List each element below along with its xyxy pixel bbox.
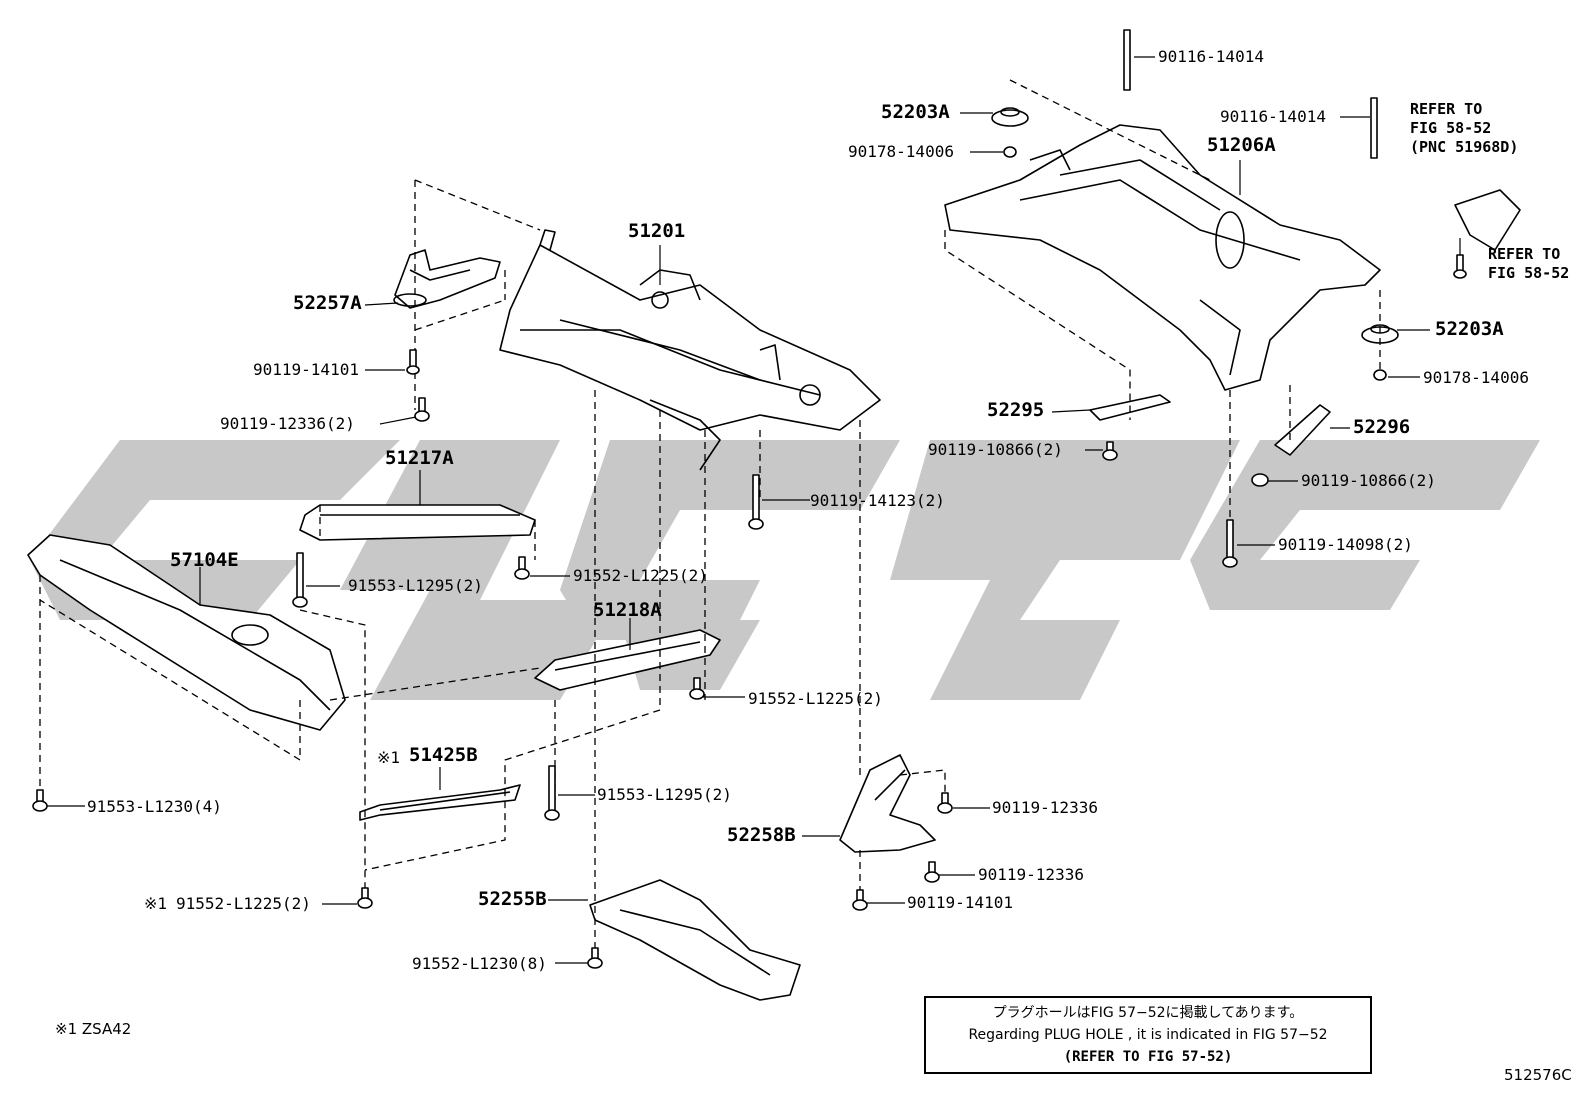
label-91553-L1295-2-b[interactable]: 91553-L1295(2) <box>597 785 732 804</box>
cover-57104E <box>27 534 346 731</box>
nut-90178-14006-a <box>1003 146 1017 158</box>
nut-90178-14006-b <box>1373 369 1387 381</box>
bolt-91552-L1225-a <box>514 556 530 580</box>
bracket-52257A <box>393 249 501 309</box>
bolt-91552-L1230-8 <box>587 947 603 969</box>
bolt-91552-L1225-c <box>357 887 373 909</box>
watermark-stroke-3 <box>560 440 900 640</box>
diagram-id: 512576C <box>1504 1066 1572 1084</box>
refer-to-line-2: FIG 58-52 <box>1410 119 1492 137</box>
bolt-91553-L1295-a <box>292 552 308 608</box>
label-52296[interactable]: 52296 <box>1353 416 1411 438</box>
refer-to-line-1: REFER TO <box>1410 100 1483 118</box>
label-90119-14101-b[interactable]: 90119-14101 <box>907 893 1013 912</box>
bracket-ref-51968D <box>1454 189 1521 251</box>
label-90119-12336-a[interactable]: 90119-12336 <box>992 798 1098 817</box>
label-91552-L1225-2-b[interactable]: 91552-L1225(2) <box>748 689 883 708</box>
footnote-mark-1a: ※1 <box>377 748 401 767</box>
label-90119-10866-2-b[interactable]: 90119-10866(2) <box>1301 471 1436 490</box>
mount-52203A-top <box>991 107 1029 127</box>
label-51201[interactable]: 51201 <box>628 220 686 242</box>
label-52255B[interactable]: 52255B <box>478 888 547 910</box>
label-91552-L1225-2-a[interactable]: 91552-L1225(2) <box>573 566 708 585</box>
plug-hole-note: プラグホールはFIG 57−52に掲載してあります。 Regarding PLU… <box>924 996 1372 1074</box>
watermark-stroke-5 <box>1190 440 1540 610</box>
bolt-91553-L1295-b <box>544 765 560 821</box>
bolt-90119-12336-a <box>937 792 953 814</box>
bolt-90119-10866-b <box>1251 473 1269 487</box>
refer-to-line-1: REFER TO <box>1488 245 1561 263</box>
label-52203A-b[interactable]: 52203A <box>1435 318 1504 340</box>
bolt-90119-12336-2 <box>414 397 430 422</box>
label-90119-14098-2[interactable]: 90119-14098(2) <box>1278 535 1413 554</box>
label-51217A[interactable]: 51217A <box>385 447 454 469</box>
bolt-90119-14101-b <box>852 889 868 911</box>
label-51206A[interactable]: 51206A <box>1207 134 1276 156</box>
bracket-51217A <box>299 504 536 541</box>
refer-to-line-3: (PNC 51968D) <box>1410 138 1519 156</box>
label-52258B[interactable]: 52258B <box>727 824 796 846</box>
bolt-91552-L1225-b <box>689 677 705 700</box>
bolt-90119-10866-a <box>1102 441 1118 461</box>
label-52203A-a[interactable]: 52203A <box>881 101 950 123</box>
refer-to-note-1[interactable]: REFER TO FIG 58-52 (PNC 51968D) <box>1410 100 1518 157</box>
brace-52255B <box>589 879 801 1001</box>
bracket-52296 <box>1274 404 1331 456</box>
label-90119-14123-2[interactable]: 90119-14123(2) <box>810 491 945 510</box>
dashed-guides <box>39 79 1381 950</box>
front-crossmember-51201 <box>499 229 881 471</box>
label-90119-12336-2[interactable]: 90119-12336(2) <box>220 414 355 433</box>
refer-to-note-2[interactable]: REFER TO FIG 58-52 <box>1488 245 1569 283</box>
leader-lines <box>47 56 1461 964</box>
label-90178-14006-b[interactable]: 90178-14006 <box>1423 368 1529 387</box>
label-52295[interactable]: 52295 <box>987 399 1045 421</box>
footnote-mark-1b: ※1 <box>144 894 168 913</box>
bracket-51218A <box>534 629 721 691</box>
label-91553-L1295-2-a[interactable]: 91553-L1295(2) <box>348 576 483 595</box>
bolt-90119-14101-a <box>406 349 420 375</box>
label-90119-10866-2-a[interactable]: 90119-10866(2) <box>928 440 1063 459</box>
stud-90116-14014-b <box>1370 97 1378 159</box>
note-japanese: プラグホールはFIG 57−52に掲載してあります。 <box>992 1005 1304 1021</box>
footnote-zsa42: ※1 ZSA42 <box>55 1020 132 1038</box>
bracket-52258B <box>839 754 936 853</box>
watermark-stroke-4 <box>890 440 1240 700</box>
stud-90116-14014-a <box>1123 29 1131 91</box>
label-57104E[interactable]: 57104E <box>170 549 239 571</box>
reinforcement-51425B <box>359 784 521 821</box>
rear-crossmember-51206A <box>944 124 1381 391</box>
label-90178-14006-a[interactable]: 90178-14006 <box>848 142 954 161</box>
label-52257A[interactable]: 52257A <box>293 292 362 314</box>
label-90119-12336-b[interactable]: 90119-12336 <box>978 865 1084 884</box>
bolt-90119-14098 <box>1222 519 1238 568</box>
label-90116-14014-b[interactable]: 90116-14014 <box>1220 107 1326 126</box>
note-english: Regarding PLUG HOLE , it is indicated in… <box>968 1027 1328 1043</box>
label-51425B[interactable]: 51425B <box>409 744 478 766</box>
label-91553-L1230-4[interactable]: 91553-L1230(4) <box>87 797 222 816</box>
label-90116-14014-a[interactable]: 90116-14014 <box>1158 47 1264 66</box>
refer-to-line-2: FIG 58-52 <box>1488 264 1570 282</box>
label-51218A[interactable]: 51218A <box>593 599 662 621</box>
bolt-91553-L1230 <box>32 789 48 812</box>
note-refer[interactable]: (REFER TO FIG 57-52) <box>1063 1049 1233 1065</box>
label-91552-L1225-2-c[interactable]: 91552-L1225(2) <box>176 894 311 913</box>
bolt-90119-14123 <box>748 474 764 530</box>
bolt-90119-12336-b <box>924 861 940 883</box>
label-91552-L1230-8[interactable]: 91552-L1230(8) <box>412 954 547 973</box>
bolt-ref-58-52 <box>1453 254 1467 279</box>
label-90119-14101-a[interactable]: 90119-14101 <box>253 360 359 379</box>
